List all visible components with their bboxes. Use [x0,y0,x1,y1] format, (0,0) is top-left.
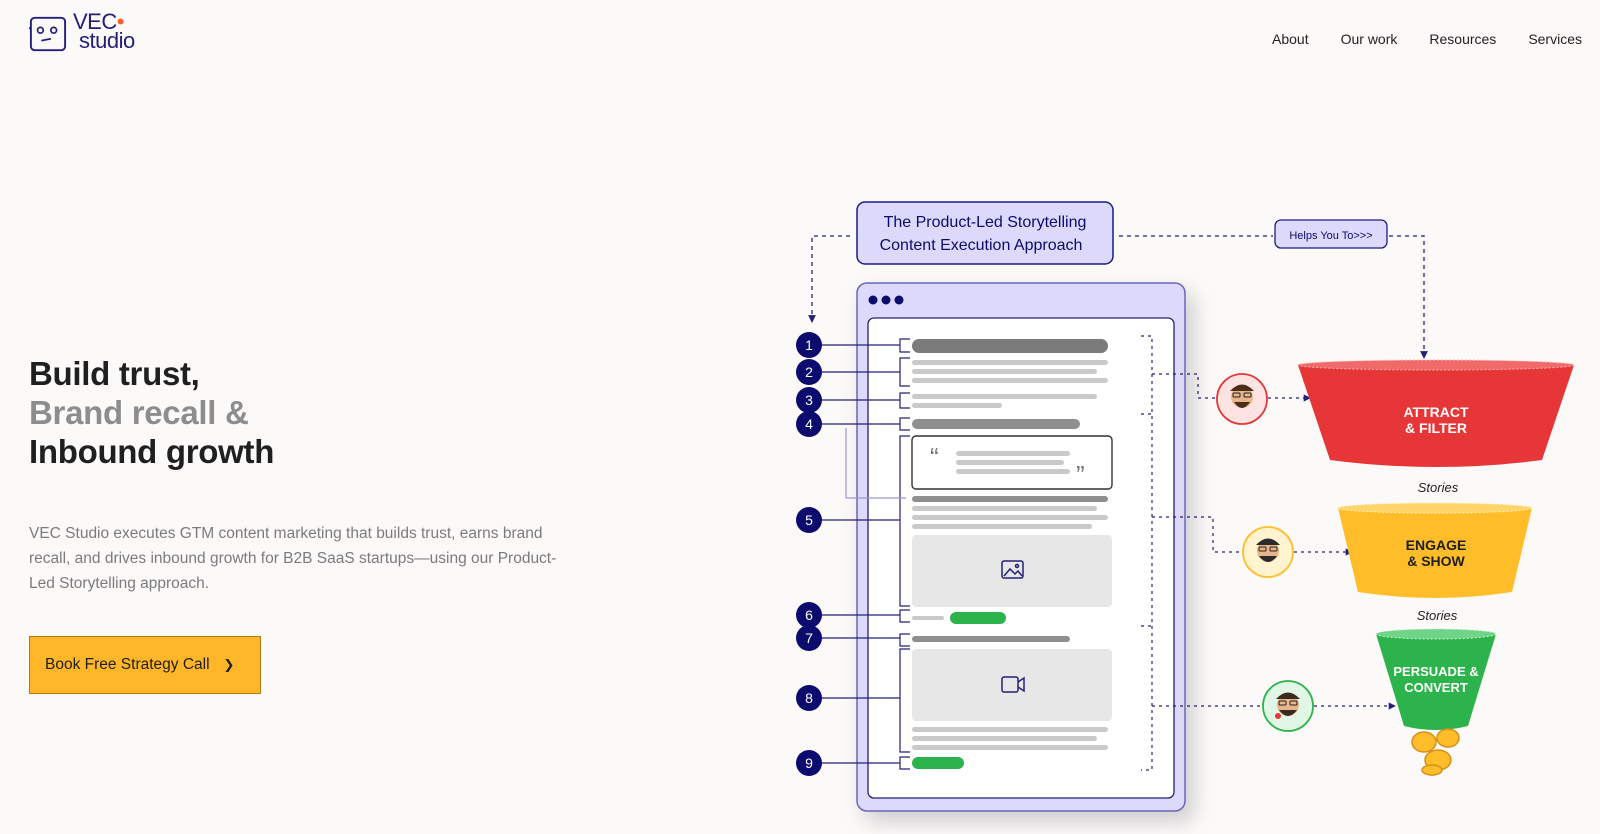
step-number: 1 [805,337,813,353]
helps-label: Helps You To>>> [1289,230,1372,242]
window-dot-icon [881,295,891,305]
funnel-stage-persuade: PERSUADE & CONVERT [1375,628,1497,730]
image-icon [1001,560,1024,579]
step-badge: 3 [796,387,822,413]
stage3-line1: PERSUADE & [1393,664,1478,679]
step-number: 2 [805,364,813,380]
step-badge: 5 [796,507,822,533]
open-quote-icon: “ [930,442,939,472]
hero-title-line3: Inbound growth [29,433,275,470]
stage1-line2: & FILTER [1405,420,1467,436]
funnel-stage-attract: ATTRACT & FILTER [1297,359,1575,467]
top-connectors [808,235,1428,359]
step-number: 6 [805,607,813,623]
step-badge: 2 [796,359,822,385]
brand-logo[interactable]: VEC• studio [29,11,135,53]
funnel-stage-engage: ENGAGE & SHOW [1337,502,1533,598]
persona-avatar-1 [1216,373,1268,425]
step-badges: 1 2 3 4 5 6 7 8 9 [796,332,822,776]
hero-description: VEC Studio executes GTM content marketin… [29,525,557,592]
stage1-line1: ATTRACT [1403,404,1469,420]
step-number: 7 [805,630,813,646]
hero-title-line1: Build trust, [29,355,200,392]
step-number: 8 [805,690,813,706]
window-dot-icon [868,295,878,305]
video-camera-icon [1001,676,1025,693]
helps-you-to-pill: Helps You To>>> [1274,219,1388,249]
right-connectors [1141,335,1396,771]
step-badge: 6 [796,602,822,628]
book-strategy-call-button[interactable]: Book Free Strategy Call ❯ [29,636,261,694]
browser-mockup: “ ” [856,282,1186,812]
video-placeholder [912,649,1112,721]
step-badge: 7 [796,625,822,651]
step-badge: 9 [796,750,822,776]
diagram-header-line1: The Product-Led Storytelling [884,214,1087,231]
brand-wordmark: VEC• studio [73,11,135,53]
persona-avatar-2 [1242,526,1294,578]
step-number: 3 [805,392,813,408]
window-dot-icon [894,295,904,305]
nav-resources[interactable]: Resources [1429,31,1497,47]
stage2-line1: ENGAGE [1406,537,1467,553]
brand-line1: VEC [73,9,117,35]
step-badge: 4 [796,411,822,437]
robot-face-icon [29,16,67,52]
brand-dot: • [116,9,125,35]
step-number: 9 [805,755,813,771]
close-quote-icon: ” [1076,460,1085,490]
brand-line2: studio [79,28,135,53]
step-number: 4 [805,416,813,432]
sales-funnel: ATTRACT & FILTER Stories ENGAGE & SHOW S… [1297,359,1575,776]
stage2-line2: & SHOW [1407,553,1465,569]
step-lines [822,344,900,764]
nav-our-work[interactable]: Our work [1340,31,1398,47]
main-nav: About Our work Resources Services [1240,31,1582,47]
chevron-right-icon: ❯ [223,657,235,672]
stories-label-2: Stories [1417,608,1458,623]
hero-title-line2: Brand recall & [29,394,249,431]
nav-about[interactable]: About [1272,31,1309,47]
step-badge: 1 [796,332,822,358]
hero-title: Build trust, Brand recall & Inbound grow… [29,354,274,471]
step-badge: 8 [796,685,822,711]
persona-avatar-3 [1262,680,1314,732]
diagram-header-line2: Content Execution Approach [880,237,1083,254]
diagram-header-box: The Product-Led Storytelling Content Exe… [856,201,1114,265]
stories-label-1: Stories [1418,480,1459,495]
stage3-line2: CONVERT [1404,680,1468,695]
step-number: 5 [805,512,813,528]
coins-icon [1411,728,1460,776]
nav-services[interactable]: Services [1528,31,1582,47]
cta-label: Book Free Strategy Call [45,656,210,673]
